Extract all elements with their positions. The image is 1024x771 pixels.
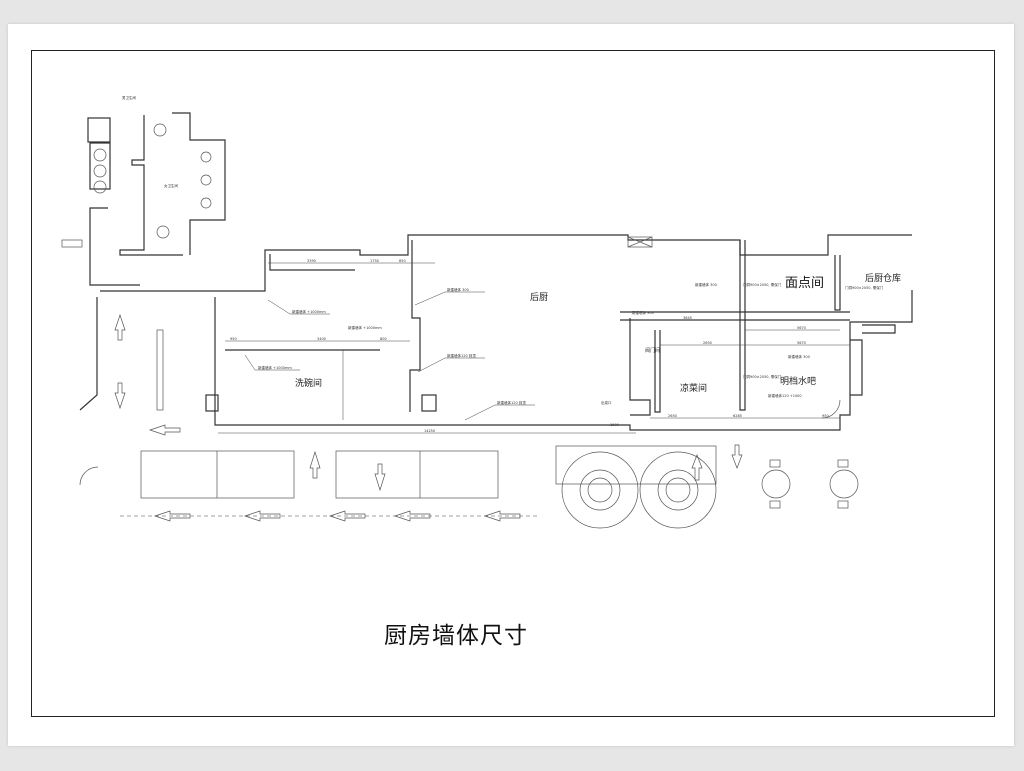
- note-label: 新建墙体120 到顶: [497, 400, 526, 405]
- note-label: 新建墙体120 +1000: [768, 393, 802, 398]
- note-label: 出菜口: [601, 400, 612, 405]
- dimension-labels: 3390 1750 850 14250 5670 5670 3645 2650 …: [230, 259, 829, 433]
- note-label: 新建墙体 300: [632, 310, 654, 315]
- dimension-label: 2650: [703, 341, 712, 345]
- mens-restroom-label: 男卫生间: [122, 95, 136, 100]
- note-label: 新建墙体 300: [695, 282, 717, 287]
- dimension-label: 950: [822, 414, 829, 418]
- dimension-label: 850: [399, 259, 406, 263]
- drawing-title: 厨房墙体尺寸: [384, 623, 528, 649]
- dimension-label: 950: [230, 337, 237, 341]
- dimension-label: 14250: [424, 429, 435, 433]
- restroom-block: 男卫生间 女卫生间: [61, 95, 226, 286]
- room-label-dishwashing: 洗碗间: [295, 377, 322, 389]
- wall-notes: 新建墙体 +1000mm 新建墙体 +1000mm 新建墙体 +1000mm 新…: [244, 282, 884, 421]
- round-booths: [555, 444, 859, 529]
- room-label-cold-dish: 凉菜间: [680, 382, 707, 394]
- room-label-open-bar: 明档水吧: [780, 375, 816, 387]
- note-label: 新建墙体 +1000mm: [348, 325, 382, 330]
- room-label-pastry: 面点间: [785, 276, 824, 291]
- note-label: 新建墙体 300: [788, 354, 810, 359]
- dimension-label: 5670: [797, 326, 806, 330]
- note-label: 门洞900×2050, 需保门: [743, 282, 782, 287]
- dimension-label: 800: [380, 337, 387, 341]
- dimension-label: 5670: [797, 341, 806, 345]
- dimension-label: 3645: [683, 316, 692, 320]
- room-label-storage: 后厨仓库: [865, 272, 901, 284]
- room-label-valve: 阀门间: [645, 347, 660, 354]
- note-label: 门洞900×2050, 需保门: [743, 374, 782, 379]
- dimension-label: 6285: [733, 414, 742, 418]
- dimension-lines: [218, 262, 850, 434]
- room-label-back-kitchen: 后厨: [530, 292, 548, 303]
- drawing-sheet: [8, 24, 1014, 746]
- dimension-label: 2650: [668, 414, 677, 418]
- dimension-label: 1500: [610, 423, 619, 427]
- drawing-frame: [31, 50, 995, 717]
- womens-restroom-label: 女卫生间: [164, 183, 178, 188]
- note-label: 新建墙体 +1000mm: [258, 365, 292, 370]
- note-label: 新建墙体 300: [447, 287, 469, 292]
- kitchen-walls: [100, 234, 913, 431]
- booth-seating: [140, 450, 499, 499]
- corridor: [79, 297, 540, 522]
- note-label: 门洞900×2050, 需保门: [845, 285, 884, 290]
- dimension-label: 3400: [317, 337, 326, 341]
- dimension-label: 3390: [307, 259, 316, 263]
- note-label: 新建墙体 +1000mm: [292, 309, 326, 314]
- note-label: 新建墙体120 到顶: [447, 353, 476, 358]
- dimension-label: 1750: [370, 259, 379, 263]
